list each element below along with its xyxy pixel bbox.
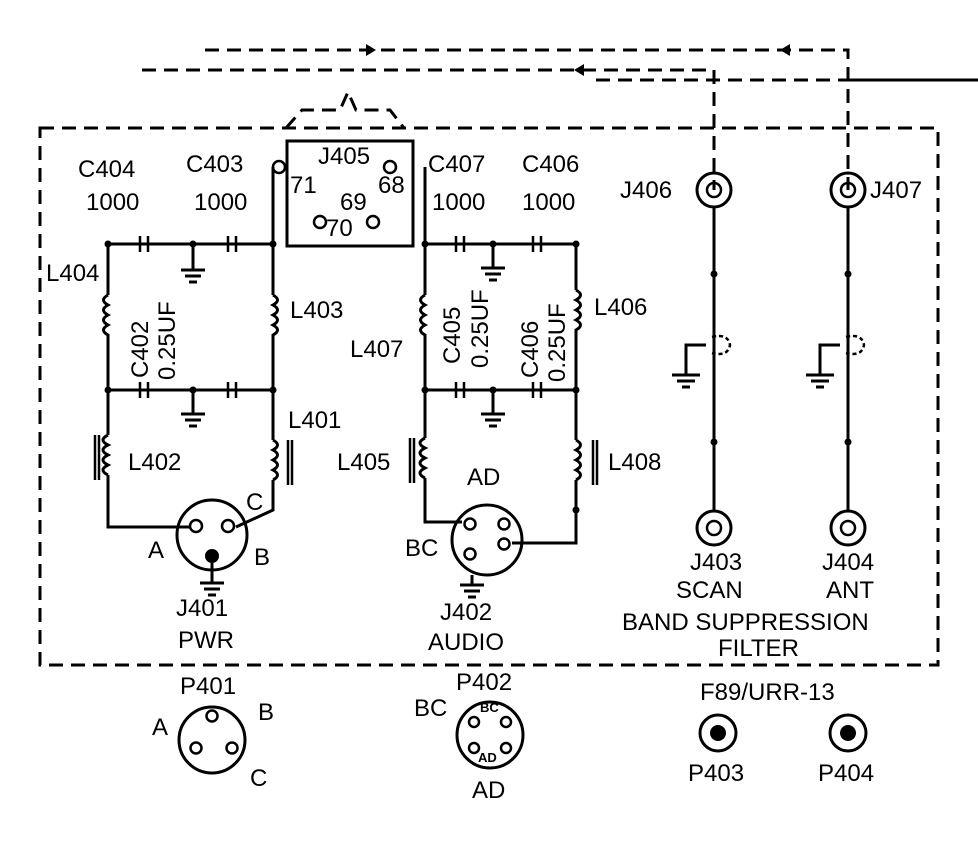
c406-value: 1000 xyxy=(522,189,575,216)
c402-value: 0.25UF xyxy=(154,301,181,380)
right-filter-network xyxy=(408,167,599,545)
c406-rot-label: C406 xyxy=(517,321,544,378)
c402-label: C402 xyxy=(127,321,154,378)
l401-label: L401 xyxy=(288,407,341,434)
c403-label: C403 xyxy=(186,151,243,178)
c407-label: C407 xyxy=(428,151,485,178)
l407-label: L407 xyxy=(350,336,403,363)
j401-pin-c: C xyxy=(246,489,263,516)
c404-label: C404 xyxy=(78,156,135,183)
band-suppression-filter xyxy=(672,171,867,547)
p402-plug: P402 BC BC AD AD xyxy=(414,669,525,804)
c407-value: 1000 xyxy=(432,189,485,216)
l406-label: L406 xyxy=(594,294,647,321)
j401-pin-a: A xyxy=(148,537,164,564)
p402-label: P402 xyxy=(456,669,512,696)
l405-label: L405 xyxy=(337,449,390,476)
j403-name: SCAN xyxy=(676,577,743,604)
filter-title-line2: FILTER xyxy=(718,635,799,662)
j404-label: J404 xyxy=(822,549,874,576)
p401-pin-c: C xyxy=(250,765,267,792)
j402-pin-bc: BC xyxy=(405,535,438,562)
c405-value: 0.25UF xyxy=(467,289,494,368)
j405-connector-block: J405 71 69 68 70 xyxy=(271,139,415,248)
p402-pin-bc-inner: BC xyxy=(480,700,499,715)
external-cabling xyxy=(142,44,978,190)
p402-pin-ad: AD xyxy=(472,777,505,804)
l402-label: L402 xyxy=(128,449,181,476)
l408-label: L408 xyxy=(608,449,661,476)
l404-label: L404 xyxy=(46,260,99,287)
j402-name: AUDIO xyxy=(428,629,504,656)
p402-pin-bc: BC xyxy=(414,695,447,722)
j401-label: J401 xyxy=(176,595,228,622)
p404-label: P404 xyxy=(818,760,874,787)
j402-label: J402 xyxy=(440,599,492,626)
j405-pin-70: 70 xyxy=(326,215,353,242)
j401-name: PWR xyxy=(178,627,234,654)
filter-model-label: F89/URR-13 xyxy=(700,679,835,706)
j401-connector xyxy=(175,498,249,597)
p403-label: P403 xyxy=(688,760,744,787)
j401-pin-b: B xyxy=(254,544,270,571)
l403-label: L403 xyxy=(290,297,343,324)
c404-value: 1000 xyxy=(86,189,139,216)
enclosure-outline xyxy=(38,126,940,667)
j405-pin-69: 69 xyxy=(340,189,367,216)
p404-plug: P404 xyxy=(818,713,874,787)
j404-name: ANT xyxy=(826,577,874,604)
p402-pin-ad-inner: AD xyxy=(478,750,497,765)
j407-label: J407 xyxy=(870,177,922,204)
j402-pin-ad: AD xyxy=(467,464,500,491)
p401-label: P401 xyxy=(180,673,236,700)
j406-label: J406 xyxy=(620,177,672,204)
c406-label: C406 xyxy=(522,151,579,178)
c406-rot-value: 0.25UF xyxy=(544,303,571,382)
p401-plug: P401 A B C xyxy=(152,673,274,792)
j403-label: J403 xyxy=(690,549,742,576)
c405-label: C405 xyxy=(439,307,466,364)
filter-title-line1: BAND SUPPRESSION xyxy=(622,609,869,636)
left-filter-network xyxy=(93,167,294,529)
j402-connector xyxy=(450,503,524,599)
p401-pin-a: A xyxy=(152,714,168,741)
j405-pin-68: 68 xyxy=(378,172,405,199)
p403-plug: P403 xyxy=(688,713,744,787)
j405-pin-71: 71 xyxy=(290,172,317,199)
p401-pin-b: B xyxy=(258,699,274,726)
j405-label: J405 xyxy=(318,143,370,170)
c403-value: 1000 xyxy=(194,189,247,216)
